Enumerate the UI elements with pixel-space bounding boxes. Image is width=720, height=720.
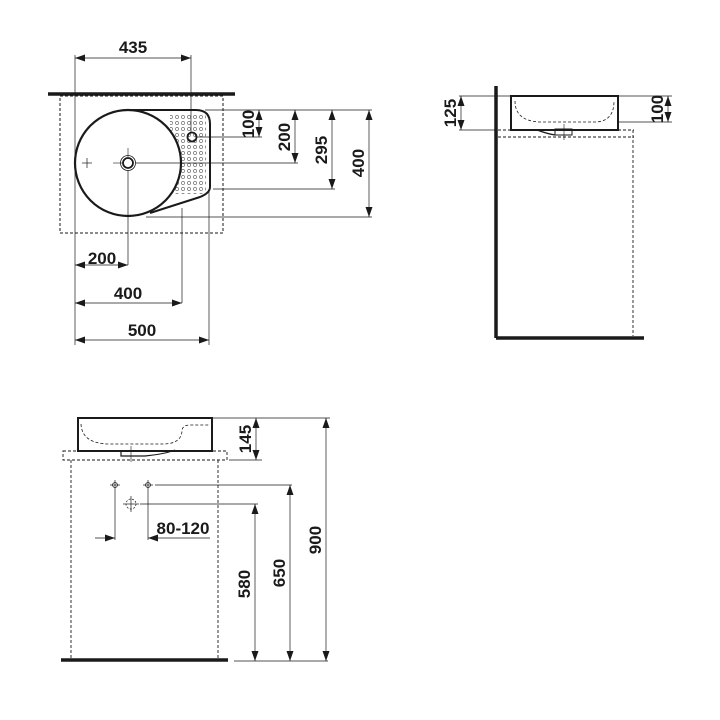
dim-100-vertical: 100 xyxy=(239,110,258,138)
dim-200-horizontal: 200 xyxy=(88,249,116,268)
tap-hole-icon xyxy=(186,131,198,143)
front-view xyxy=(61,417,330,662)
dim-650: 650 xyxy=(270,559,289,587)
dim-580: 580 xyxy=(235,570,254,598)
dim-100-side: 100 xyxy=(648,95,667,123)
side-view-labels: 125 100 xyxy=(441,95,667,127)
dim-400-horizontal: 400 xyxy=(114,284,142,303)
basin-profile xyxy=(77,417,213,452)
top-view xyxy=(48,54,373,345)
top-view-labels: 435 200 400 500 100 200 295 400 xyxy=(88,38,368,340)
dim-125: 125 xyxy=(441,99,460,127)
drain-icon xyxy=(122,157,134,169)
dim-200-vertical: 200 xyxy=(275,123,294,151)
dim-295: 295 xyxy=(312,136,331,164)
front-view-labels: 145 80-120 580 650 900 xyxy=(157,425,325,598)
dim-900: 900 xyxy=(306,526,325,554)
dim-400-vertical: 400 xyxy=(349,149,368,177)
dim-500: 500 xyxy=(128,321,156,340)
basin-profile xyxy=(510,95,619,131)
dim-145: 145 xyxy=(236,425,255,453)
countertop-outline xyxy=(59,95,224,234)
dim-435: 435 xyxy=(119,38,147,57)
dim-80-120: 80-120 xyxy=(157,519,210,538)
side-view xyxy=(457,86,672,340)
